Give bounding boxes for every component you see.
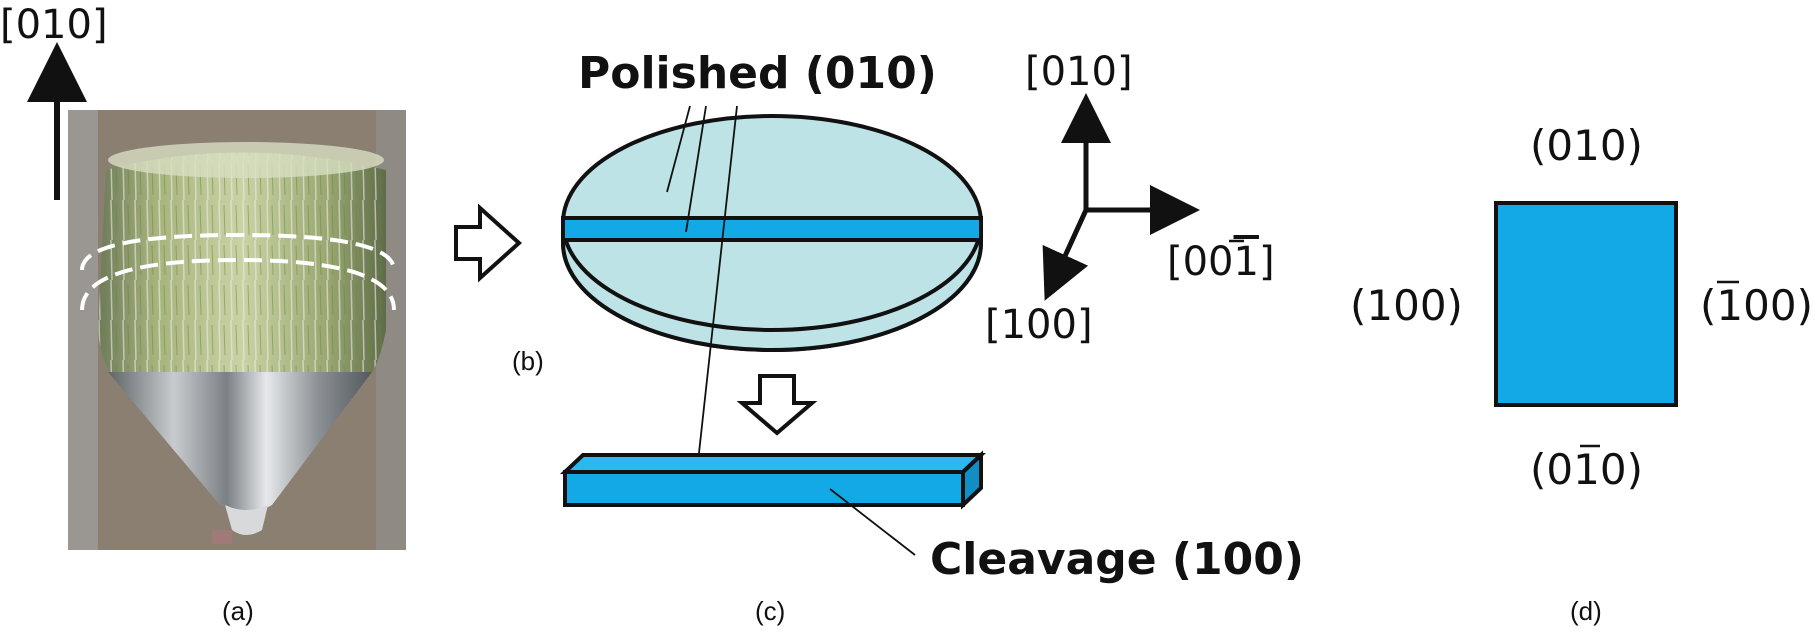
cleavage-label: Cleavage (100) [930, 534, 1304, 585]
cut-guide-upper [80, 232, 396, 271]
face-label-top: (010) [1530, 121, 1643, 170]
leader-line-2 [685, 105, 707, 233]
bar-top-face [559, 453, 987, 474]
caption-a: (a) [222, 596, 254, 626]
polished-slab-strip [561, 216, 983, 242]
caption-c: (c) [755, 596, 785, 626]
axes-triad: [010] [001] [100] [985, 49, 1275, 348]
axis-label-100: [100] [985, 302, 1093, 348]
leader-line-3 [697, 105, 738, 463]
caption-b: (b) [512, 346, 544, 376]
crystal-photo [68, 110, 406, 550]
panel-d: (010) (100) (100) (010) (d) [1350, 121, 1813, 626]
process-arrow-down [736, 374, 818, 436]
face-label-left: (100) [1350, 281, 1463, 330]
caption-d: (d) [1570, 596, 1602, 626]
bar-front-face [563, 470, 965, 507]
panel-c: Cleavage (100) (c) [559, 450, 1304, 626]
axis-label-010-a: [010] [0, 2, 108, 48]
cut-guide-lower [80, 257, 396, 311]
axis-label-010-b: [010] [1025, 49, 1133, 95]
face-label-bottom: (010) [1530, 445, 1643, 494]
axis-label-001bar: [001] [1167, 239, 1275, 285]
process-arrow-right [454, 203, 522, 283]
leader-line-cleavage [829, 488, 916, 556]
cross-section-square [1494, 201, 1678, 407]
panel-b: Polished (010) (b) [010] [001] [100] [512, 48, 1275, 463]
leader-line-1 [666, 105, 691, 193]
polished-label: Polished (010) [578, 48, 937, 99]
panel-a: [010] (a) [0, 2, 406, 626]
face-label-right: (100) [1700, 281, 1813, 330]
